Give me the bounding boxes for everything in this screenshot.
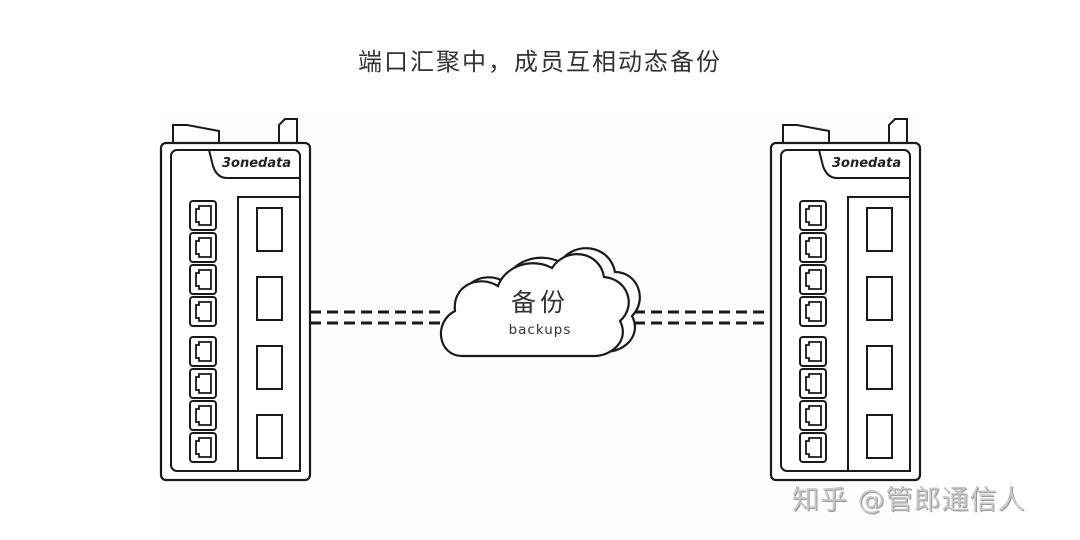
switch-left-mount-ear-left (172, 124, 220, 144)
diagram-title: 端口汇聚中，成员互相动态备份 (358, 48, 722, 76)
links (310, 310, 771, 325)
switch-right-mount-ear-right (888, 118, 908, 144)
cloud (439, 247, 641, 358)
switch-left-rj45-jack-icon (195, 237, 212, 258)
switch-left-rj45-jack-icon (195, 405, 212, 426)
switch-right-rj45-jack-icon (805, 341, 822, 362)
switch-left (159, 118, 312, 482)
cloud-front-outline (439, 253, 630, 358)
switch-right-sfp-slot (866, 414, 893, 459)
switch-left-rj45-jack-icon (195, 373, 212, 394)
switch-left-mount-ear-right (278, 118, 298, 144)
switch-right-rj45-jack-icon (805, 237, 822, 258)
watermark: 知乎 @管郎通信人 (792, 485, 1026, 516)
switch-right-sfp-slot (866, 276, 893, 321)
cloud-label-en: backups (508, 322, 572, 338)
switch-right-mount-ear-left (782, 124, 830, 144)
switch-left-rj45-jack-icon (195, 437, 212, 458)
switch-left-rj45-jack-icon (195, 301, 212, 322)
switch-right-rj45-jack-icon (805, 205, 822, 226)
switch-left-sfp-slot (256, 207, 283, 252)
switch-right-rj45-jack-icon (805, 405, 822, 426)
switch-right-rj45-jack-icon (805, 301, 822, 322)
switch-left-sfp-slot (256, 276, 283, 321)
cloud-label-cn: 备份 (510, 288, 569, 317)
switch-left-sfp-slot (256, 414, 283, 459)
switch-right-sfp-slot (866, 345, 893, 390)
switch-left-brand-divider (208, 149, 300, 179)
switch-left-sfp-slot (256, 345, 283, 390)
switch-left-brand-logo: 3onedata (222, 156, 292, 171)
switch-left-rj45-jack-icon (195, 341, 212, 362)
switch-right-brand-logo: 3onedata (832, 156, 902, 171)
switch-right-rj45-jack-icon (805, 437, 822, 458)
switch-right-rj45-jack-icon (805, 373, 822, 394)
switch-left-rj45-jack-icon (195, 205, 212, 226)
switch-right (769, 118, 922, 482)
switch-right-sfp-slot (866, 207, 893, 252)
switch-right-rj45-jack-icon (805, 269, 822, 290)
switch-left-rj45-jack-icon (195, 269, 212, 290)
switch-right-brand-divider (818, 149, 910, 179)
